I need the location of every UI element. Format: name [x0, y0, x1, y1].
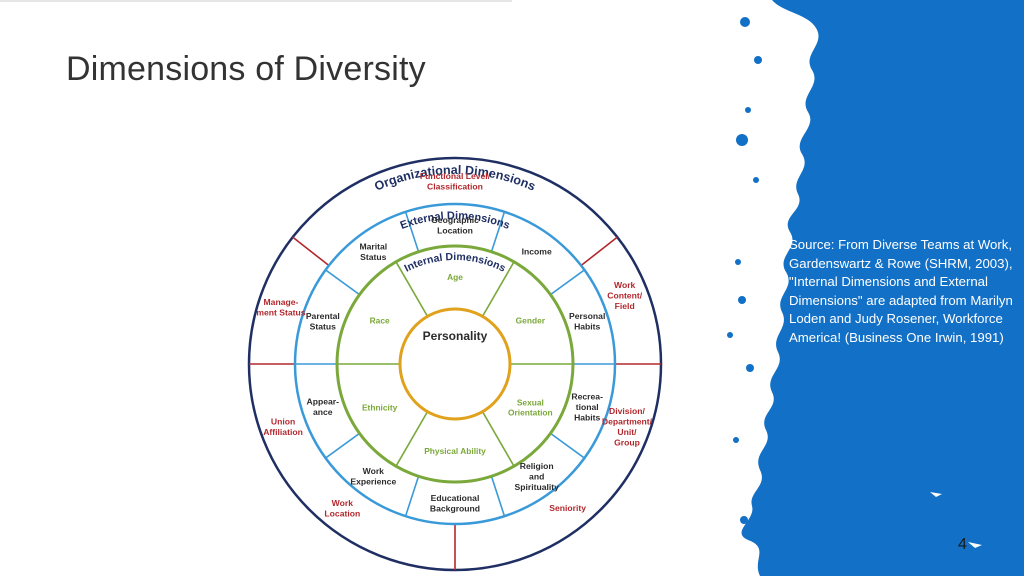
organizational-dimension-label: Union	[271, 416, 295, 426]
organizational-dimension-label: Work	[332, 498, 354, 508]
external-dimension-label: and	[529, 471, 544, 481]
external-dimension-label: Habits	[574, 321, 600, 331]
external-labels: GeographicLocationIncomePersonalHabitsRe…	[306, 215, 606, 513]
external-divider	[490, 475, 506, 517]
external-divider	[490, 211, 506, 253]
splash-drop	[740, 516, 748, 524]
external-dimension-label: Religion	[520, 461, 554, 471]
splash-drop	[736, 134, 748, 146]
diversity-wheel-diagram: Organizational Dimensions External Dimen…	[247, 156, 663, 572]
organizational-dimension-label: Work	[614, 280, 636, 290]
internal-divider	[481, 261, 515, 317]
internal-dimension-label: Physical Ability	[424, 446, 486, 456]
organizational-dimension-label: Seniority	[549, 503, 586, 513]
external-dimension-label: Experience	[350, 477, 396, 487]
splash-shape	[741, 0, 1024, 576]
internal-divider	[395, 261, 429, 317]
splash-drop	[738, 296, 746, 304]
splash-white-streak	[968, 542, 982, 548]
organizational-dimension-label: Functional Level/	[420, 171, 491, 181]
splash-white-streak	[930, 492, 942, 497]
organizational-dimension-label: Unit/	[617, 427, 637, 437]
external-dimension-label: Background	[430, 503, 480, 513]
external-divider	[404, 475, 420, 517]
slide-title: Dimensions of Diversity	[66, 50, 426, 88]
external-dimension-label: Marital	[359, 241, 387, 251]
organizational-dimension-label: Department/	[602, 416, 653, 426]
splash-drop	[740, 17, 750, 27]
organizational-divider	[580, 236, 618, 267]
external-dimension-label: Spirituality	[514, 482, 559, 492]
external-dimension-label: Geographic	[431, 215, 479, 225]
external-dimension-label: ance	[313, 407, 333, 417]
organizational-dimension-label: ment Status	[256, 308, 305, 318]
organizational-dimension-label: Classification	[427, 181, 483, 191]
organizational-dimension-label: Division/	[609, 406, 645, 416]
external-dimension-label: Parental	[306, 311, 340, 321]
external-dimension-label: tional	[576, 402, 599, 412]
external-dimension-label: Habits	[574, 412, 600, 422]
splash-drop	[727, 332, 733, 338]
external-divider	[549, 269, 585, 296]
internal-dimension-label: Ethnicity	[362, 402, 398, 412]
internal-dimension-label: Orientation	[508, 408, 553, 418]
organizational-dimension-label: Affiliation	[263, 427, 303, 437]
personality-core	[398, 307, 512, 421]
external-dimension-label: Appear-	[307, 397, 340, 407]
source-citation: Source: From Diverse Teams at Work, Gard…	[789, 237, 1013, 345]
personality-label: Personality	[423, 329, 488, 343]
external-divider	[325, 269, 361, 296]
internal-divider	[395, 411, 429, 467]
organizational-divider	[292, 236, 330, 267]
splash-drop	[735, 259, 741, 265]
organizational-dimension-label: Content/	[607, 290, 642, 300]
organizational-dimension-label: Location	[324, 508, 360, 518]
external-divider	[325, 432, 361, 459]
external-dimension-label: Recrea-	[571, 391, 603, 401]
internal-dimension-label: Gender	[516, 315, 546, 325]
top-rule	[0, 0, 512, 2]
organizational-dividers	[249, 236, 661, 570]
external-divider	[549, 432, 585, 459]
organizational-dimension-label: Group	[614, 437, 640, 447]
external-dimension-label: Educational	[431, 493, 480, 503]
page-number: 4	[958, 536, 967, 553]
external-dimension-label: Status	[310, 321, 336, 331]
organizational-dimension-label: Manage-	[264, 297, 299, 307]
organizational-dimension-label: Field	[615, 301, 635, 311]
splash-drop	[745, 107, 751, 113]
external-dividers	[295, 211, 615, 517]
splash-drop	[754, 56, 762, 64]
internal-dimension-label: Sexual	[517, 397, 544, 407]
internal-dimension-label: Age	[447, 272, 463, 282]
splash-drop	[746, 364, 754, 372]
external-dimension-label: Location	[437, 225, 473, 235]
splash-drop	[733, 437, 739, 443]
external-dimension-label: Income	[522, 247, 552, 257]
internal-divider	[481, 411, 515, 467]
internal-dimension-label: Race	[370, 315, 390, 325]
external-divider	[404, 211, 420, 253]
internal-dividers	[337, 261, 573, 467]
splash-drop	[753, 177, 759, 183]
external-dimension-label: Work	[363, 466, 385, 476]
external-dimension-label: Status	[360, 252, 386, 262]
organizational-labels: Functional Level/ClassificationWorkConte…	[256, 171, 652, 519]
external-dimension-label: Personal	[569, 311, 605, 321]
